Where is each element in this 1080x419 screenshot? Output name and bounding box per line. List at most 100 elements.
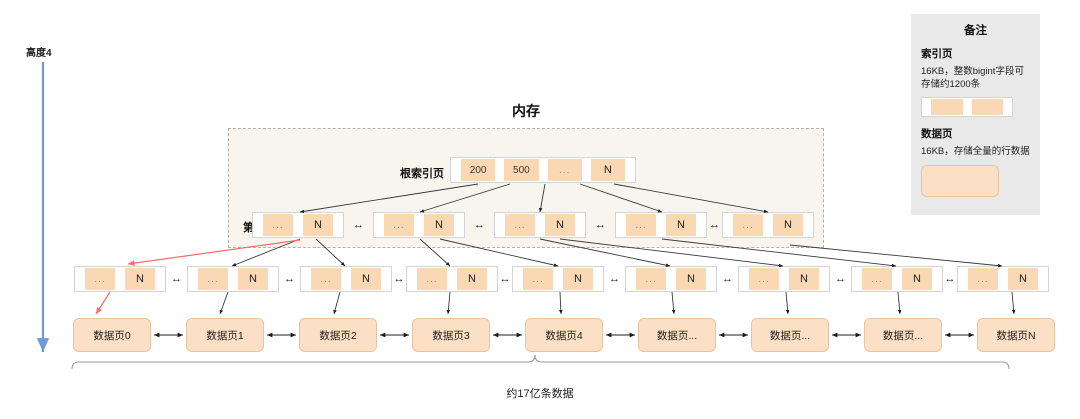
third-layer-page-group[interactable]: ... N	[738, 266, 830, 292]
index-cell-n[interactable]: N	[125, 268, 155, 290]
legend-index-page-swatch	[921, 96, 1013, 117]
index-cell-n[interactable]: N	[545, 214, 575, 236]
index-cell-gap	[656, 214, 666, 236]
index-cell-pad	[581, 159, 591, 181]
root-index-page-label: 根索引页	[400, 168, 444, 180]
second-layer-page-group[interactable]: ... N	[252, 212, 344, 238]
tree-height-label: 高度4	[26, 48, 52, 59]
second-layer-page-group[interactable]: ... N	[722, 212, 814, 238]
index-cell-n[interactable]: N	[563, 268, 593, 290]
data-page[interactable]: 数据页N	[977, 318, 1055, 352]
data-page[interactable]: 数据页1	[186, 318, 264, 352]
index-cell-pad	[302, 268, 311, 290]
data-page[interactable]: 数据页0	[73, 318, 151, 352]
index-cell-ellipsis[interactable]: ...	[417, 268, 447, 290]
third-layer-page-group[interactable]: ... N	[512, 266, 604, 292]
index-cell-ellipsis[interactable]: ...	[311, 268, 341, 290]
third-layer-page-group[interactable]: ... N	[957, 266, 1049, 292]
index-cell-pad	[495, 159, 505, 181]
data-page-link-arrow	[380, 332, 409, 338]
data-page[interactable]: 数据页3	[412, 318, 490, 352]
index-cell-ellipsis[interactable]: ...	[626, 214, 656, 236]
second-layer-page-group[interactable]: ... N	[494, 212, 586, 238]
index-cell-pad	[575, 214, 584, 236]
index-cell-n[interactable]: N	[902, 268, 932, 290]
index-cell-ellipsis[interactable]: ...	[263, 214, 293, 236]
index-cell-pad	[627, 268, 636, 290]
legend-data-page-heading: 数据页	[921, 127, 953, 140]
data-page[interactable]: 数据页...	[751, 318, 829, 352]
data-page[interactable]: 数据页...	[864, 318, 942, 352]
index-cell-ellipsis[interactable]: ...	[198, 268, 228, 290]
legend-data-page-description: 16KB，存储全量的行数据	[921, 145, 1030, 157]
third-layer-page-group[interactable]: ... N	[74, 266, 166, 292]
data-page-link-arrow	[267, 332, 296, 338]
sibling-link-arrow: ↔	[499, 273, 511, 285]
index-cell-pad	[375, 214, 384, 236]
index-cell-pad	[696, 214, 705, 236]
index-cell-n[interactable]: N	[1008, 268, 1038, 290]
index-cell-ellipsis[interactable]: ...	[384, 214, 414, 236]
data-page[interactable]: 数据页...	[638, 318, 716, 352]
index-cell-gap	[341, 268, 351, 290]
third-layer-page-group[interactable]: ... N	[187, 266, 279, 292]
data-page-link-arrow	[832, 332, 861, 338]
index-cell-gap	[447, 268, 457, 290]
index-cell-key[interactable]: 500	[504, 159, 539, 181]
index-cell-ellipsis[interactable]: ...	[547, 159, 582, 181]
data-page[interactable]: 数据页4	[525, 318, 603, 352]
index-cell-pad	[496, 214, 505, 236]
legend-data-page-swatch	[921, 165, 999, 198]
index-cell-n[interactable]: N	[351, 268, 381, 290]
index-cell-ellipsis[interactable]: ...	[636, 268, 666, 290]
index-cell-ellipsis[interactable]: ...	[749, 268, 779, 290]
index-cell-ellipsis[interactable]: ...	[85, 268, 115, 290]
root-index-page[interactable]: 200 500 ... N	[450, 157, 636, 183]
index-cell-pad	[381, 268, 390, 290]
index-cell-pad	[408, 268, 417, 290]
index-cell-n[interactable]: N	[424, 214, 454, 236]
sibling-link-arrow: ↔	[835, 273, 846, 285]
index-cell-n[interactable]: N	[789, 268, 819, 290]
index-cell-n[interactable]: N	[773, 214, 803, 236]
data-page-link-arrow	[719, 332, 748, 338]
index-cell-pad	[625, 159, 634, 181]
index-cell-ellipsis[interactable]: ...	[968, 268, 998, 290]
index-cell-pad	[189, 268, 198, 290]
second-layer-page-group[interactable]: ... N	[373, 212, 465, 238]
index-cell-pad	[514, 268, 523, 290]
index-cell-gap	[228, 268, 238, 290]
index-cell-gap	[293, 214, 303, 236]
index-cell-n[interactable]: N	[238, 268, 268, 290]
third-layer-page-group[interactable]: ... N	[300, 266, 392, 292]
index-cell-ellipsis[interactable]: ...	[733, 214, 763, 236]
index-cell-n[interactable]: N	[303, 214, 333, 236]
third-layer-page-group[interactable]: ... N	[851, 266, 943, 292]
index-cell-ellipsis[interactable]: ...	[862, 268, 892, 290]
legend-title: 备注	[964, 25, 987, 37]
index-cell-ellipsis[interactable]: ...	[523, 268, 553, 290]
index-cell-n[interactable]: N	[676, 268, 706, 290]
sibling-link-arrow: ↔	[944, 273, 956, 285]
sibling-link-arrow: ↔	[171, 273, 182, 285]
sibling-link-arrow: ↔	[353, 219, 364, 231]
index-cell-ellipsis[interactable]: ...	[505, 214, 535, 236]
memory-region-title: 内存	[512, 103, 540, 119]
index-cell-pad	[617, 214, 626, 236]
index-cell-pad	[487, 268, 496, 290]
index-cell-pad	[452, 159, 461, 181]
third-layer-page-group[interactable]: ... N	[625, 266, 717, 292]
index-cell-key[interactable]: 200	[461, 159, 496, 181]
index-cell-n[interactable]: N	[457, 268, 487, 290]
data-page[interactable]: 数据页2	[299, 318, 377, 352]
index-cell-n[interactable]: N	[666, 214, 696, 236]
total-rows-label: 约17亿条数据	[506, 388, 574, 400]
second-layer-page-group[interactable]: ... N	[615, 212, 707, 238]
index-cell-gap	[115, 268, 125, 290]
data-page-link-arrow	[945, 332, 974, 338]
legend-swatch-pad	[923, 98, 931, 115]
third-layer-page-group[interactable]: ... N	[406, 266, 498, 292]
legend-swatch-pad	[1003, 98, 1011, 115]
index-cell-n[interactable]: N	[590, 159, 625, 181]
